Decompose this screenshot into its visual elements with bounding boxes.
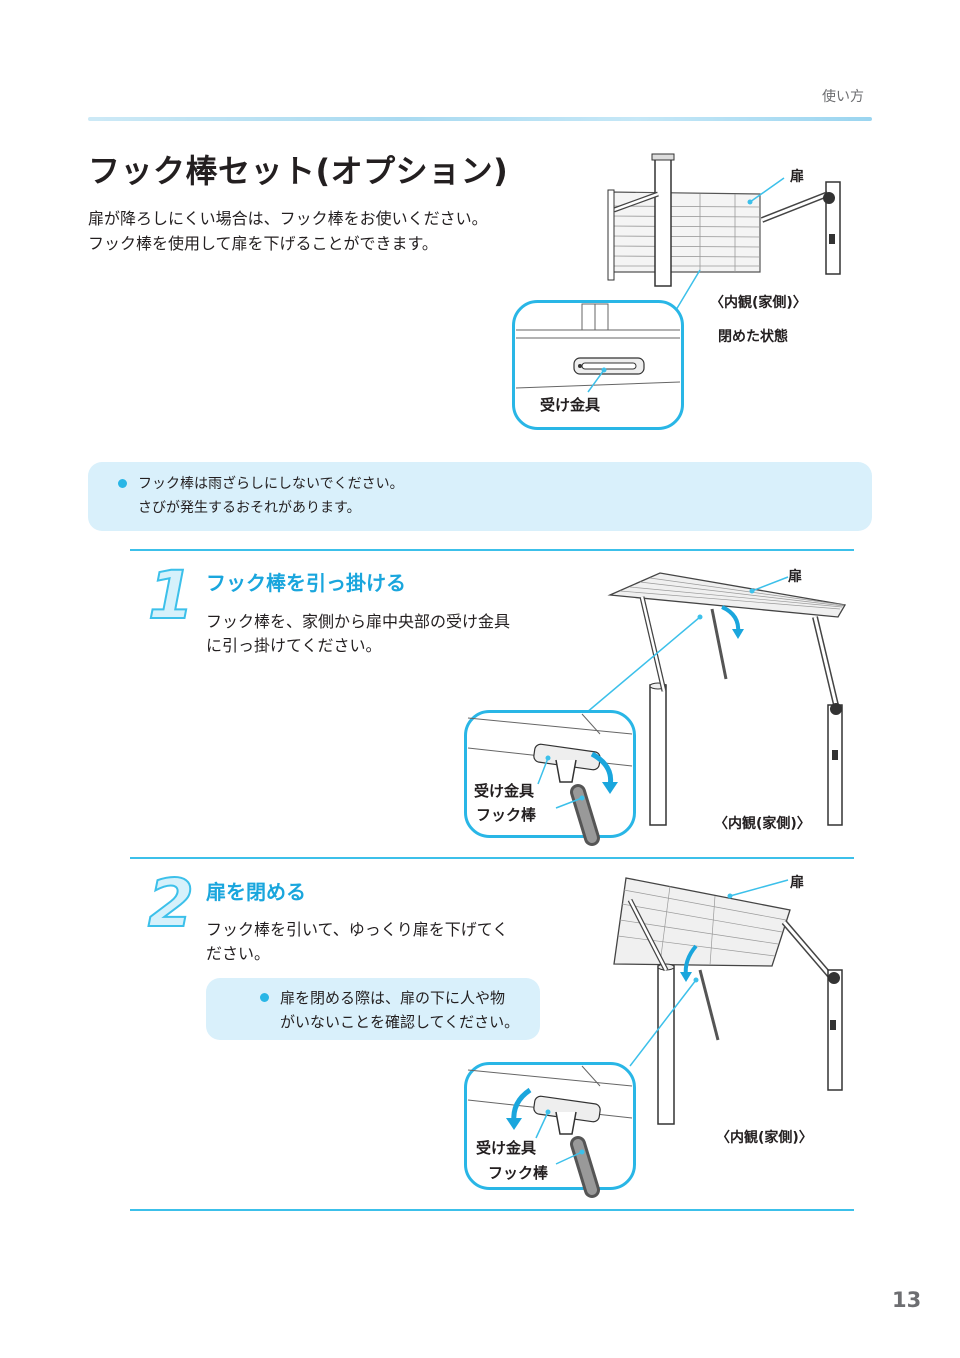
step2-closing-door-illustration [613, 877, 843, 1125]
page-number: 13 [892, 1288, 922, 1312]
step1-door-label: 扉 [788, 569, 802, 585]
step1-top-rule [130, 549, 854, 551]
section-label: 使い方 [822, 89, 864, 105]
caution-line: フック棒は雨ざらしにしないでください。 [138, 476, 404, 492]
caution-text: フック棒は雨ざらしにしないでください。 さびが発生するおそれがあります。 [138, 472, 404, 520]
step2-bracket-label: 受け金具 [476, 1139, 537, 1157]
step2-heading: 扉を閉める [206, 880, 306, 904]
page-title: フック棒セット(オプション) [88, 152, 509, 190]
step2-door-label: 扉 [790, 875, 804, 891]
intro-line: 扉が降ろしにくい場合は、フック棒をお使いください。 [88, 209, 488, 228]
step1-body: フック棒を、家側から扉中央部の受け金具 に引っ掛けてください。 [206, 610, 510, 658]
step2-hook-label: フック棒 [488, 1164, 549, 1182]
step2-view-label: 〈内観(家側)〉 [716, 1130, 813, 1146]
step2-body: フック棒を引いて、ゆっくり扉を下げてく ださい。 [206, 918, 508, 966]
detail-closeup-bracket [512, 300, 684, 430]
caution-box [88, 462, 872, 531]
step2-note-text: 扉を閉める際は、扉の下に人や物 がいないことを確認してください。 [280, 986, 519, 1034]
step2-note-line: がいないことを確認してください。 [280, 1013, 520, 1031]
bullet-icon [118, 479, 127, 488]
step2-body-line: フック棒を引いて、ゆっくり扉を下げてく [206, 920, 509, 939]
intro-text: 扉が降ろしにくい場合は、フック棒をお使いください。 フック棒を使用して扉を下げる… [88, 206, 488, 256]
door-label: 扉 [790, 169, 804, 185]
bracket-label: 受け金具 [540, 396, 601, 414]
bullet-icon [260, 993, 269, 1002]
caution-line: さびが発生するおそれがあります。 [138, 500, 361, 516]
step2-note-box [206, 978, 540, 1040]
view-label: 〈内観(家側)〉 [710, 295, 807, 311]
step1-bracket-label: 受け金具 [474, 782, 535, 800]
intro-line: フック棒を使用して扉を下げることができます。 [88, 234, 438, 253]
step2-detail-closeup [464, 1062, 636, 1198]
step2-body-line: ださい。 [206, 944, 271, 963]
step1-hook-label: フック棒 [476, 806, 537, 824]
step1-open-door-illustration [585, 572, 847, 826]
step2-number: 2 [147, 865, 195, 942]
step2-bottom-rule [130, 1209, 854, 1211]
header-divider [88, 117, 872, 121]
step1-heading: フック棒を引っ掛ける [206, 571, 406, 595]
step2-top-rule [130, 857, 854, 859]
state-label: 閉めた状態 [718, 329, 788, 345]
step1-detail-closeup [464, 710, 636, 846]
step1-body-line: に引っ掛けてください。 [206, 636, 382, 655]
step1-body-line: フック棒を、家側から扉中央部の受け金具 [206, 612, 511, 631]
step1-view-label: 〈内観(家側)〉 [714, 816, 811, 832]
overview-door-illustration [607, 153, 841, 311]
step1-number: 1 [147, 557, 195, 634]
step2-note-line: 扉を閉める際は、扉の下に人や物 [280, 989, 506, 1007]
